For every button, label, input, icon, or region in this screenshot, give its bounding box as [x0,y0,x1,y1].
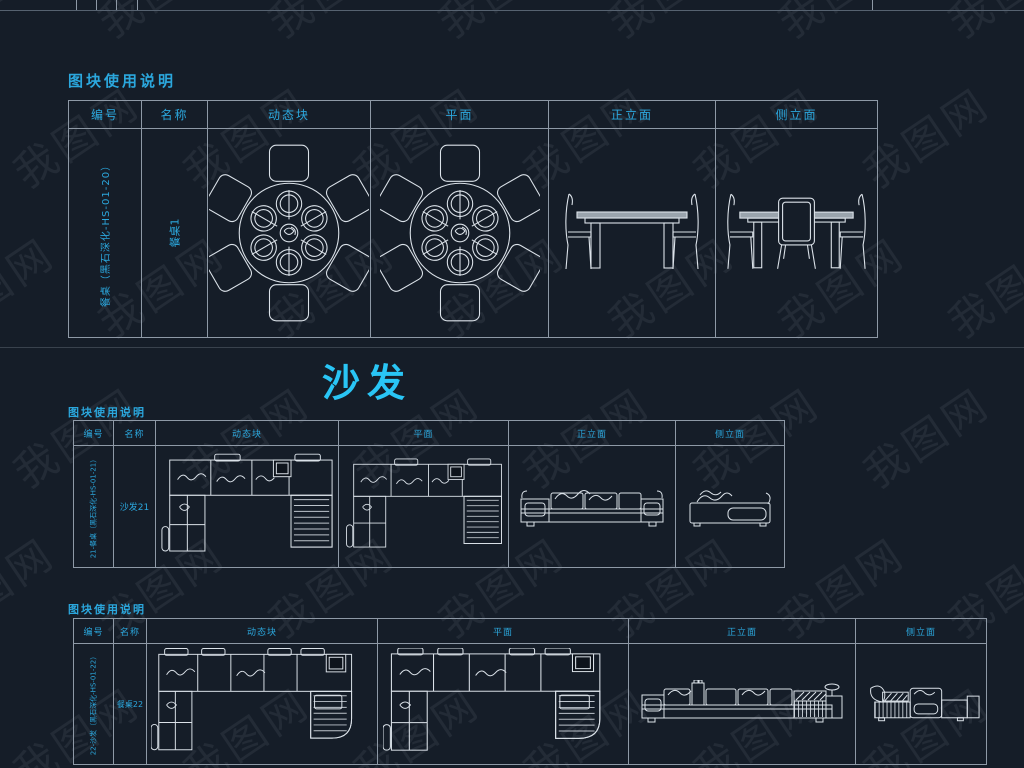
watermark: 我图网 [855,378,1000,498]
col-header-plan: 平面 [378,619,629,643]
watermark: 我图网 [255,0,406,50]
col-header-front: 正立面 [629,619,856,643]
cell-dynamic-block [208,129,371,337]
col-header-dynamic: 动态块 [147,619,378,643]
col-header-code: 编号 [74,619,114,643]
block-code-text: 餐桌（黑石深化-HS-01-20） [101,159,113,307]
cell-plan [371,129,549,337]
cell-side-elevation [716,129,877,337]
section2-title: 图块使用说明 [68,406,146,419]
col-header-name: 名称 [114,619,147,643]
col-header-dynamic: 动态块 [208,101,371,128]
col-header-dynamic: 动态块 [156,421,339,445]
dining-table-side-drawing [727,193,866,269]
cell-dynamic-block [156,446,339,567]
top-tick [116,0,117,10]
col-header-code: 编号 [69,101,142,128]
col-header-name: 名称 [114,421,156,445]
section-divider [0,347,1024,348]
col-header-front: 正立面 [509,421,676,445]
cell-plan [378,644,629,764]
section3-row: 22-沙发（黑石深化-HS-01-22） 餐桌22 [74,644,986,764]
top-tick [76,0,77,10]
cell-front-elevation [629,644,856,764]
col-header-side: 侧立面 [775,108,818,122]
watermark: 我图网 [1020,671,1024,768]
section3-title: 图块使用说明 [68,603,146,616]
col-header-front: 正立面 [549,101,716,128]
block-code-text: 22-沙发（黑石深化-HS-01-22） [89,652,98,756]
watermark: 我图网 [0,528,65,648]
cell-dynamic-block [147,644,378,764]
cell-name: 餐桌1 [142,129,208,337]
col-header-code: 编号 [74,421,114,445]
block-code-text: 21-餐桌（黑石深化-HS-01-21） [89,455,98,558]
section1-header-row: 编号 名称 动态块 平面 正立面 侧立面 [69,101,877,129]
top-tick [137,0,138,10]
section2-table: 编号 名称 动态块 平面 正立面 侧立面 21-餐桌（黑石深化-HS-01-21… [73,420,785,568]
block-name-text: 沙发21 [119,503,150,513]
cell-side-elevation [676,446,784,567]
dining-table-plan-drawing [379,144,540,322]
watermark: 我图网 [1020,371,1024,500]
top-tick [872,0,873,10]
cell-code: 21-餐桌（黑石深化-HS-01-21） [74,446,114,567]
sofa-section-banner: 沙发 [322,361,413,405]
top-sheet-edge [0,10,1024,11]
cell-front-elevation [509,446,676,567]
section1-title: 图块使用说明 [68,72,177,90]
col-header-side: 侧立面 [905,627,936,638]
watermark: 我图网 [0,0,66,50]
section1-table: 编号 名称 动态块 平面 正立面 侧立面 餐桌（黑石深化-HS-01-20） 餐… [68,100,878,338]
col-header-side: 侧立面 [714,429,745,440]
cell-plan [339,446,509,567]
cell-name: 餐桌22 [114,644,147,764]
watermark: 我图网 [935,0,1024,50]
sofa22-side-drawing [870,685,980,722]
cell-code: 餐桌（黑石深化-HS-01-20） [69,129,142,337]
sofa21-side-drawing [689,489,771,526]
sofa21-front-drawing [520,489,664,526]
watermark: 我图网 [425,0,576,50]
watermark: 我图网 [765,0,916,50]
cell-code: 22-沙发（黑石深化-HS-01-22） [74,644,114,764]
sofa22-front-drawing [641,680,843,723]
section2-header-row: 编号 名称 动态块 平面 正立面 侧立面 [74,421,784,446]
dining-table-top-drawing [209,144,369,322]
watermark: 我图网 [0,228,65,348]
cell-front-elevation [549,129,716,337]
top-tick [96,0,97,10]
sofa22-top-drawing [151,648,353,751]
cell-name: 沙发21 [114,446,156,567]
watermark: 我图网 [940,228,1024,348]
section1-row: 餐桌（黑石深化-HS-01-20） 餐桌1 [69,129,877,337]
block-name-text: 餐桌22 [116,699,144,709]
col-header-name: 名称 [142,101,208,128]
sofa21-top-drawing [161,453,333,551]
watermark: 我图网 [595,0,746,50]
section2-row: 21-餐桌（黑石深化-HS-01-21） 沙发21 [74,446,784,567]
block-name-text: 餐桌1 [168,218,182,248]
section3-table: 编号 名称 动态块 平面 正立面 侧立面 22-沙发（黑石深化-HS-01-22… [73,618,987,765]
dining-table-front-drawing [565,193,699,270]
watermark: 我图网 [1020,71,1024,200]
cell-side-elevation [856,644,986,764]
col-header-plan: 平面 [339,421,509,445]
watermark: 我图网 [85,0,236,50]
sofa21-plan-drawing [345,457,502,547]
sofa22-plan-drawing [383,648,601,751]
section3-header-row: 编号 名称 动态块 平面 正立面 侧立面 [74,619,986,644]
col-header-plan: 平面 [371,101,549,128]
